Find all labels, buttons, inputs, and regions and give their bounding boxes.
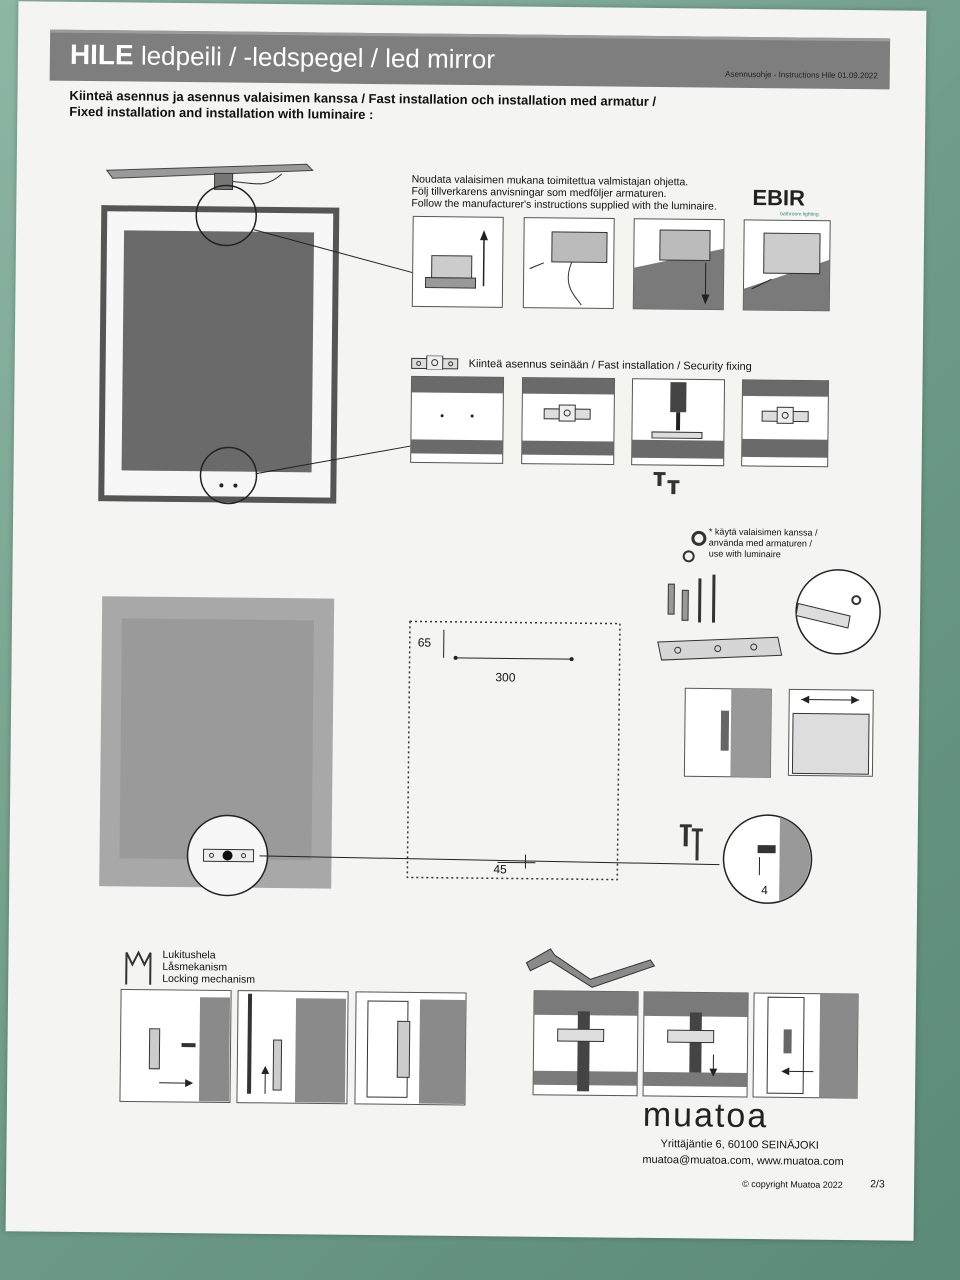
fast-step-3 bbox=[631, 378, 726, 495]
luminaire-steps bbox=[411, 215, 831, 312]
wall-plug-icon bbox=[667, 583, 675, 615]
locking-en: Locking mechanism bbox=[162, 972, 256, 986]
section-heading: Kiinteä asennus ja asennus valaisimen ka… bbox=[69, 88, 769, 127]
fast-install-row: Kiinteä asennus seinään / Fast installat… bbox=[411, 355, 811, 375]
final-hang-steps bbox=[525, 948, 859, 1099]
locking-spring-icon bbox=[125, 950, 152, 985]
screw-icon bbox=[691, 828, 703, 861]
fast-install-label: Kiinteä asennus seinään / Fast installat… bbox=[468, 358, 752, 373]
lock-step-1 bbox=[119, 988, 232, 1104]
fast-step-1 bbox=[410, 375, 505, 464]
ebir-logo: EBIR bathroom lighting bbox=[752, 185, 842, 218]
bracket-icon bbox=[411, 355, 459, 371]
mirror-with-luminaire-diagram bbox=[98, 163, 416, 505]
mirror-front-diagram bbox=[99, 596, 335, 897]
dimension-drawing bbox=[406, 620, 621, 881]
ebir-tagline: bathroom lighting bbox=[780, 211, 819, 218]
fast-step-2 bbox=[521, 377, 616, 466]
footer-address: Yrittäjäntie 6, 60100 SEINÄJOKI bbox=[660, 1138, 819, 1152]
footer-copyright: © copyright Muatoa 2022 bbox=[742, 1178, 843, 1190]
fast-install-steps bbox=[410, 375, 830, 495]
luminaire-step-2 bbox=[522, 217, 615, 310]
hang-step-1 bbox=[532, 990, 639, 1097]
wall-bracket-diagrams bbox=[657, 569, 881, 904]
fast-step-4 bbox=[741, 379, 830, 468]
screw-icon bbox=[697, 578, 702, 623]
product-subtitle: ledpeili / -ledspegel / led mirror bbox=[140, 40, 496, 75]
washer-note: * käytä valaisimen kanssa / använda med … bbox=[709, 527, 859, 562]
instruction-sheet: HILE ledpeili / -ledspegel / led mirror … bbox=[5, 1, 927, 1241]
washer-icons bbox=[682, 530, 707, 563]
luminaire-step-4 bbox=[742, 219, 831, 312]
hang-step-3 bbox=[752, 992, 859, 1099]
washer-note-fi: käytä valaisimen kanssa / bbox=[714, 526, 818, 538]
leader-line bbox=[259, 855, 720, 866]
screw-icon bbox=[711, 574, 716, 623]
screw-icon bbox=[653, 471, 666, 487]
brand-logo: muatoa bbox=[642, 1095, 769, 1136]
screw-icon bbox=[679, 824, 692, 847]
note-en: Follow the manufacturer's instructions s… bbox=[411, 197, 717, 213]
page-title: HILE ledpeili / -ledspegel / led mirror bbox=[70, 39, 495, 75]
footer-contact: muatoa@muatoa.com, www.muatoa.com bbox=[642, 1153, 844, 1168]
lock-step-3 bbox=[354, 991, 467, 1106]
luminaire-step-1 bbox=[411, 215, 504, 308]
lock-step-2 bbox=[236, 990, 349, 1105]
locking-label: Lukitushela Låsmekanism Locking mechanis… bbox=[162, 949, 342, 987]
page-number: 2/3 bbox=[870, 1178, 885, 1191]
locking-steps bbox=[119, 988, 467, 1106]
hang-step-2 bbox=[642, 991, 749, 1098]
product-name: HILE bbox=[69, 38, 134, 71]
dim-wall-gap: 4 bbox=[761, 883, 768, 898]
screw-icon bbox=[667, 480, 680, 495]
dim-spacing: 300 bbox=[495, 670, 516, 685]
washer-note-en: use with luminaire bbox=[708, 548, 781, 560]
wall-plug-icon bbox=[681, 589, 689, 621]
doc-reference: Asennusohje - Instructions Hile 01.09.20… bbox=[725, 69, 878, 81]
title-bar: HILE ledpeili / -ledspegel / led mirror … bbox=[49, 29, 891, 90]
ebir-logo-text: EBIR bbox=[752, 184, 806, 211]
luminaire-step-3 bbox=[632, 218, 725, 311]
luminaire-note: Noudata valaisimen mukana toimitettua va… bbox=[411, 173, 751, 213]
dim-top-offset: 65 bbox=[417, 635, 432, 650]
